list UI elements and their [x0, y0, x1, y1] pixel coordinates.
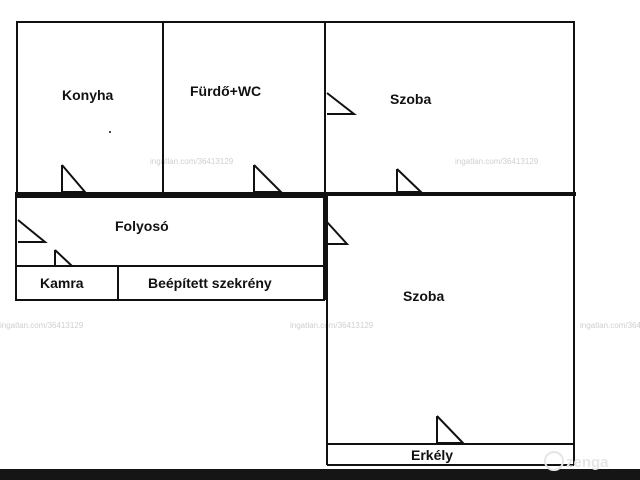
room-label-pantry: Kamra	[40, 275, 84, 291]
room-label-corridor: Folyosó	[115, 218, 169, 234]
door-room-bottom	[326, 221, 350, 245]
logo-text: zenga	[566, 454, 609, 471]
door-bathroom	[253, 164, 284, 193]
watermark-text: ingatlan.com/36413129	[580, 321, 640, 330]
door-corridor	[17, 219, 48, 243]
watermark-text: ingatlan.com/36413129	[455, 157, 539, 166]
door-balcony	[436, 415, 466, 444]
watermark-text: ingatlan.com/36413129	[290, 321, 374, 330]
room-label-wardrobe: Beépített szekrény	[148, 275, 272, 291]
bottom-bar	[0, 469, 640, 480]
room-label-balcony: Erkély	[411, 447, 453, 463]
zenga-logo-icon	[544, 451, 564, 471]
room-label-room-bottom: Szoba	[403, 288, 444, 304]
room-label-room-top: Szoba	[390, 91, 431, 107]
kitchen-dot	[109, 131, 111, 133]
door-room-top-side	[326, 92, 357, 115]
watermark-text: ingatlan.com/36413129	[0, 321, 84, 330]
doors	[17, 92, 466, 444]
walls	[15, 21, 576, 466]
brand-logo: zenga	[544, 451, 609, 471]
door-kitchen	[61, 164, 88, 193]
room-label-bathroom: Fürdő+WC	[190, 83, 261, 99]
watermark-text: ingatlan.com/36413129	[150, 157, 234, 166]
door-room-top	[396, 168, 424, 193]
room-label-kitchen: Konyha	[62, 87, 114, 103]
corridor-outline	[15, 196, 325, 301]
door-pantry	[54, 249, 75, 267]
